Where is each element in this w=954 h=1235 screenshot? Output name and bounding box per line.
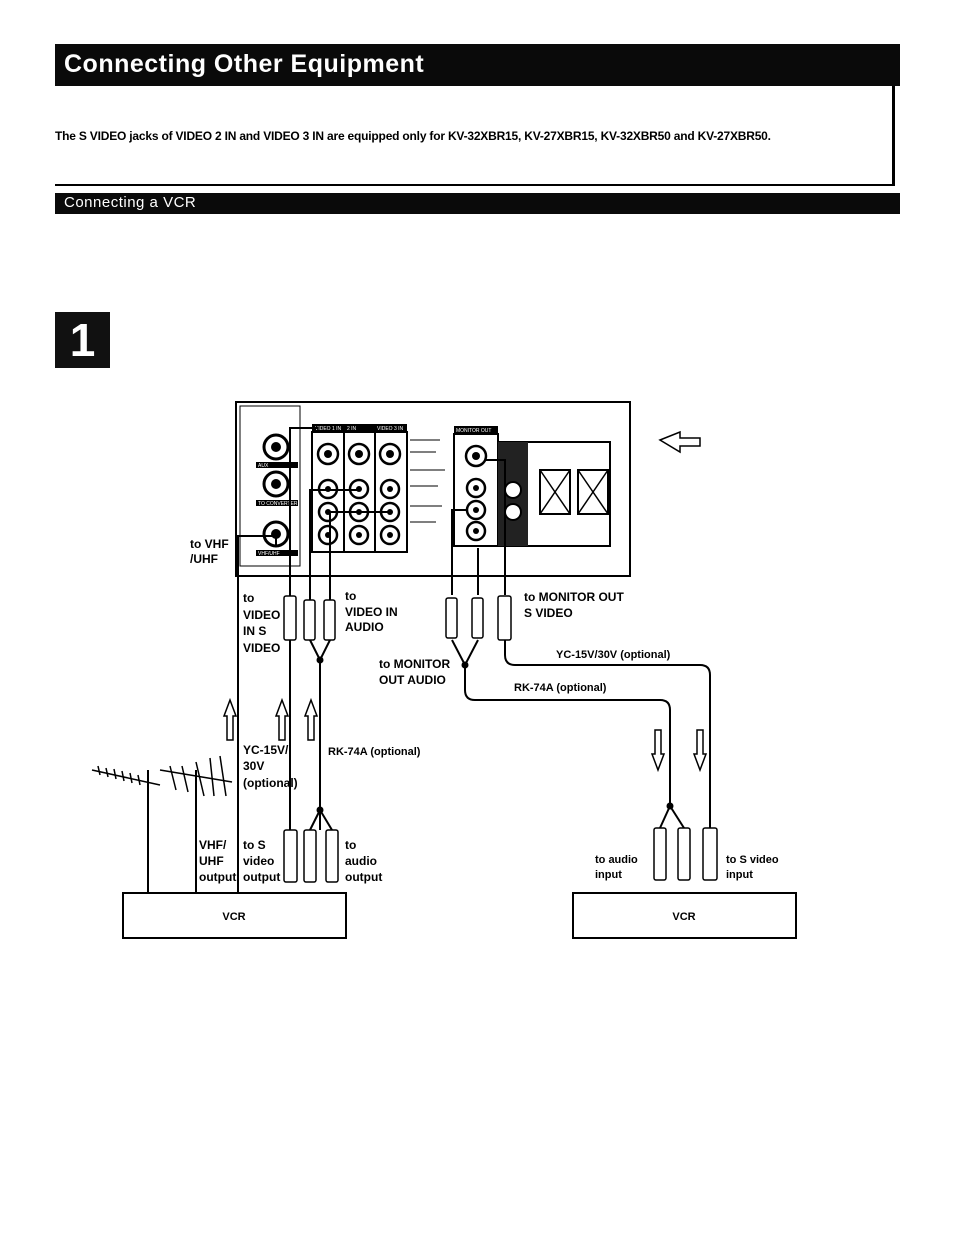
monitor-out-jacks	[464, 444, 488, 542]
label-monitor-out-audio-2: OUT AUDIO	[379, 673, 446, 687]
label-monitor-out-audio-1: to MONITOR	[379, 657, 450, 671]
rf-connector-converter	[262, 470, 290, 498]
page-title-bar: Connecting Other Equipment	[55, 44, 900, 86]
monitor-out-s-video-cable	[504, 640, 711, 830]
label-rk-cable-left: RK-74A (optional)	[328, 746, 421, 758]
cable-plugs	[283, 595, 718, 883]
label-monitor-out-s-video-1: to MONITOR OUT	[524, 590, 624, 604]
label-s-video-output-2: video	[243, 854, 274, 868]
label-audio-input-2: input	[595, 869, 622, 881]
page-title: Connecting Other Equipment	[64, 50, 425, 78]
note-box: The S VIDEO jacks of VIDEO 2 IN and VIDE…	[55, 86, 895, 186]
label-yc-cable-left-3: (optional)	[243, 776, 298, 790]
diagram-labels: to VHF /UHF to VIDEO IN S VIDEO to VIDEO…	[190, 537, 779, 884]
label-yc-cable-right: YC-15V/30V (optional)	[556, 649, 671, 661]
label-video-in-s-video-2: VIDEO	[243, 608, 280, 622]
monitor-out-audio-cable	[464, 665, 671, 806]
label-audio-input-1: to audio	[595, 854, 638, 866]
label-to-vhf-uhf-2: /UHF	[190, 552, 218, 566]
note-text: The S VIDEO jacks of VIDEO 2 IN and VIDE…	[55, 129, 771, 143]
vcr-right-label: VCR	[672, 911, 695, 923]
rf-connector-aux	[262, 433, 290, 461]
label-yc-cable-left-2: 30V	[243, 759, 264, 773]
step-badge: 1	[55, 312, 110, 368]
rf-connector-vhf-uhf	[262, 520, 290, 548]
panel-label-video2: 2 IN	[347, 426, 357, 432]
label-video-in-s-video-3: IN S	[243, 624, 266, 638]
label-video-in-s-video-4: VIDEO	[243, 641, 280, 655]
step-number: 1	[69, 314, 96, 366]
label-rk-cable-right: RK-74A (optional)	[514, 682, 607, 694]
label-monitor-out-s-video-2: S VIDEO	[524, 606, 573, 620]
label-vhf-uhf-output-2: UHF	[199, 854, 224, 868]
label-audio-output-2: audio	[345, 854, 377, 868]
section-title: Connecting a VCR	[64, 194, 197, 211]
label-audio-output-3: output	[345, 870, 382, 884]
label-video-in-audio-2: VIDEO IN	[345, 605, 398, 619]
label-video-in-audio-1: to	[345, 589, 356, 603]
label-video-in-s-video-1: to	[243, 591, 254, 605]
label-vhf-uhf-output-3: output	[199, 870, 236, 884]
vhf-uhf-cable	[237, 535, 277, 900]
panel-label-converter: TO CONVERTER	[258, 501, 298, 507]
label-video-in-audio-3: AUDIO	[345, 620, 384, 634]
vcr-left-box	[122, 892, 347, 939]
label-vhf-uhf-output-1: VHF/	[199, 838, 227, 852]
signal-flow-arrows-up	[222, 697, 319, 741]
panel-label-video3: VIDEO 3 IN	[377, 426, 404, 432]
vcr-left-label: VCR	[222, 911, 245, 923]
label-yc-cable-left-1: YC-15V/	[243, 743, 289, 757]
label-s-video-output-3: output	[243, 870, 280, 884]
label-s-video-output-1: to S	[243, 838, 266, 852]
label-to-vhf-uhf-1: to VHF	[190, 537, 229, 551]
signal-flow-arrows-down	[650, 729, 708, 773]
direction-arrow-icon	[658, 430, 701, 454]
label-s-video-input-2: input	[726, 869, 753, 881]
panel-label-monitor-out: MONITOR OUT	[456, 428, 491, 434]
cables	[147, 427, 711, 900]
label-audio-output-1: to	[345, 838, 356, 852]
s-video-cable-upper	[289, 427, 318, 600]
section-title-bar: Connecting a VCR	[55, 193, 900, 214]
antenna-icon	[91, 755, 233, 797]
vcr-right-box	[572, 892, 797, 939]
panel-label-video1: VIDEO 1 IN	[315, 426, 342, 432]
panel-label-aux: AUX	[258, 463, 269, 469]
panel-label-vhf-uhf: VHF/UHF	[258, 551, 280, 557]
label-s-video-input-1: to S video	[726, 854, 779, 866]
